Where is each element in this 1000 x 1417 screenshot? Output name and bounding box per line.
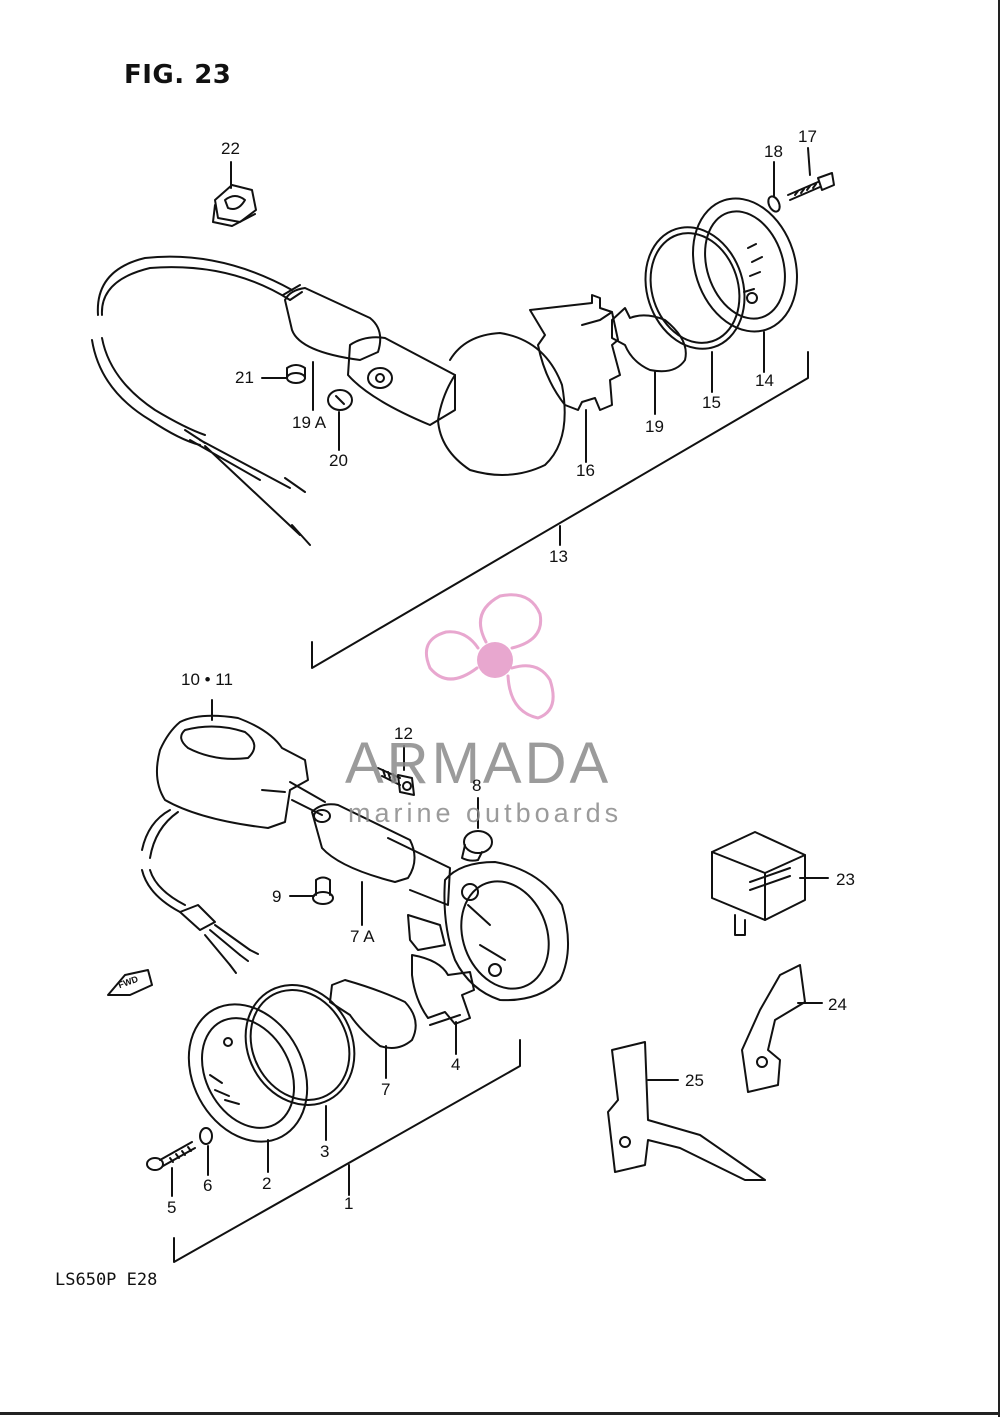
upper-signal-stem xyxy=(282,284,456,426)
part-label-22: 22 xyxy=(221,139,240,158)
lower-lens-2 xyxy=(187,1003,309,1143)
bottom-border xyxy=(0,1412,1000,1415)
part-label-7: 7 xyxy=(381,1080,391,1099)
part-label-16: 16 xyxy=(576,461,595,480)
part-label-17: 17 xyxy=(798,127,817,146)
part-label-1: 1 xyxy=(344,1194,354,1213)
part-label-13: 13 xyxy=(549,547,568,566)
part-label-18: 18 xyxy=(764,142,783,161)
fwd-arrow-icon xyxy=(107,969,153,996)
lower-washer-6 xyxy=(199,1127,213,1145)
mounting-bracket-25 xyxy=(607,1041,766,1181)
part-label-7a: 7 A xyxy=(350,927,375,946)
part-label-21: 21 xyxy=(235,368,254,387)
lower-socket-plate-4 xyxy=(407,914,475,1026)
part-label-4: 4 xyxy=(451,1055,461,1074)
part-label-14: 14 xyxy=(755,371,774,390)
part-label-6: 6 xyxy=(203,1176,213,1195)
part-label-23: 23 xyxy=(836,870,855,889)
part-label-9: 9 xyxy=(272,887,282,906)
part-label-12: 12 xyxy=(394,724,413,743)
relay-23 xyxy=(711,831,806,936)
screw-20 xyxy=(327,389,353,411)
upper-lamp-housing xyxy=(437,332,566,476)
nut-8 xyxy=(461,830,493,862)
part-label-19: 19 xyxy=(645,417,664,436)
part-label-2: 2 xyxy=(262,1174,272,1193)
part-label-20: 20 xyxy=(329,451,348,470)
watermark-brand: ARMADA xyxy=(345,731,612,796)
mounting-bracket-24 xyxy=(741,964,806,1093)
part-label-3: 3 xyxy=(320,1142,330,1161)
part-label-19a: 19 A xyxy=(292,413,327,432)
part-label-24: 24 xyxy=(828,995,847,1014)
upper-lens-ring-15 xyxy=(644,226,746,350)
lower-lens-ring-3 xyxy=(244,984,356,1106)
part-label-15: 15 xyxy=(702,393,721,412)
upper-washer-18 xyxy=(767,195,781,213)
leader-17 xyxy=(807,147,811,176)
part-label-10-11: 10 • 11 xyxy=(181,670,233,689)
lower-screw-5 xyxy=(146,1141,196,1171)
propeller-logo-icon xyxy=(425,593,555,720)
lower-cable xyxy=(141,809,259,974)
model-code: LS650P E28 xyxy=(55,1270,158,1290)
lower-signal-stem xyxy=(289,781,451,906)
figure-title: FIG. 23 xyxy=(124,60,232,90)
bracket-13 xyxy=(311,351,809,669)
part-label-8: 8 xyxy=(472,776,482,795)
screw-21 xyxy=(286,364,306,384)
screw-9 xyxy=(312,876,334,905)
lower-lamp-housing xyxy=(443,861,570,1002)
screw-12 xyxy=(377,767,415,796)
upper-lens-14 xyxy=(692,197,798,333)
upper-cable xyxy=(91,255,311,546)
watermark-subtitle: marine outboards xyxy=(348,798,623,828)
bracket-1 xyxy=(173,1039,521,1263)
upper-screw-17 xyxy=(787,172,835,201)
part-label-25: 25 xyxy=(685,1071,704,1090)
mount-bracket-10-11 xyxy=(155,699,309,829)
upper-bulb-19 xyxy=(611,307,687,373)
wire-clamp-22 xyxy=(212,184,257,227)
lower-bulb-7 xyxy=(329,979,417,1049)
part-label-5: 5 xyxy=(167,1198,177,1217)
upper-socket-plate-16 xyxy=(529,294,621,411)
